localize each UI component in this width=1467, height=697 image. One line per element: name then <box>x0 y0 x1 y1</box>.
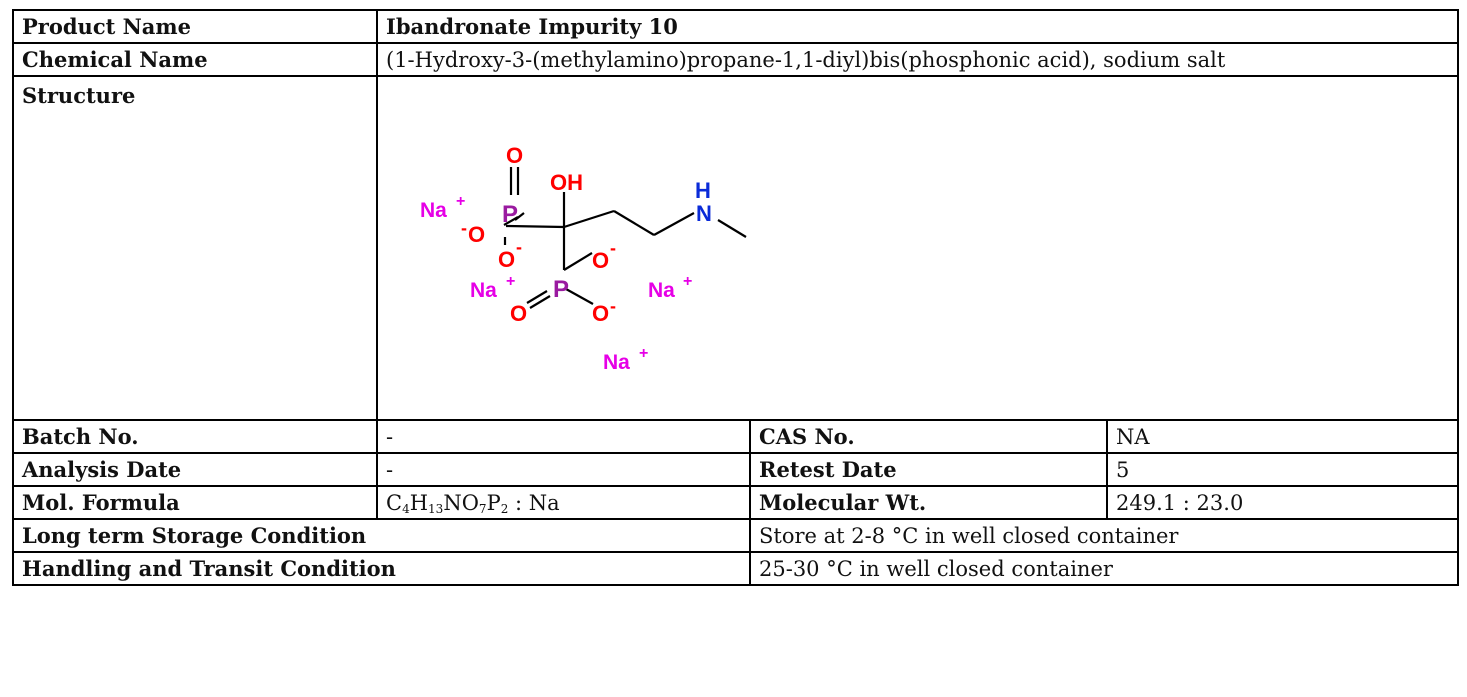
atom-na-2: Na <box>470 279 497 302</box>
transit-label: Handling and Transit Condition <box>12 551 751 586</box>
atom-na-1: Na <box>420 199 447 222</box>
bond-lines <box>503 167 747 309</box>
analysis-date-value: - <box>376 452 751 487</box>
structure-cell: O P OH Na + - O O - H N Na + O - P Na + … <box>375 75 1460 421</box>
atom-n: N <box>696 201 712 226</box>
atom-o-top: O <box>506 143 523 168</box>
structure-label: Structure <box>12 75 378 421</box>
analysis-date-label: Analysis Date <box>12 452 378 487</box>
retest-date-label: Retest Date <box>749 452 1108 487</box>
row-chemical-name: Chemical Name (1-Hydroxy-3-(methylamino)… <box>12 42 1460 77</box>
storage-value: Store at 2-8 °C in well closed container <box>748 518 1460 553</box>
mol-formula-label: Mol. Formula <box>12 485 378 520</box>
charge-plus-4: + <box>639 345 648 362</box>
atom-o-mid: O <box>498 247 515 272</box>
atom-na-4: Na <box>603 351 630 374</box>
product-name-value: Ibandronate Impurity 10 <box>375 9 1460 44</box>
atom-na-3: Na <box>648 279 675 302</box>
atom-h: H <box>695 178 711 203</box>
cas-label: CAS No. <box>749 419 1108 454</box>
atom-o-right-top: O <box>592 248 609 273</box>
charge-minus-1: - <box>461 218 467 238</box>
retest-date-value: 5 <box>1105 452 1460 487</box>
charge-minus-2: - <box>516 237 522 257</box>
transit-value: 25-30 °C in well closed container <box>748 551 1460 586</box>
row-batch: Batch No. - CAS No. NA <box>12 419 1460 454</box>
row-product-name: Product Name Ibandronate Impurity 10 <box>12 9 1460 44</box>
atom-o-bottom-right: O <box>592 301 609 326</box>
atom-o-left: O <box>468 222 485 247</box>
batch-value: - <box>376 419 751 454</box>
mol-formula-value: C4H13NO7P2 : Na <box>376 485 751 520</box>
batch-label: Batch No. <box>12 419 378 454</box>
charge-plus-1: + <box>456 193 465 210</box>
chemical-name-label: Chemical Name <box>12 42 378 77</box>
row-formula: Mol. Formula C4H13NO7P2 : Na Molecular W… <box>12 485 1460 520</box>
structure-diagram: O P OH Na + - O O - H N Na + O - P Na + … <box>420 143 747 374</box>
charge-plus-2: + <box>506 273 515 290</box>
mol-weight-label: Molecular Wt. <box>749 485 1108 520</box>
coa-table: Product Name Ibandronate Impurity 10 Che… <box>12 9 1460 586</box>
row-storage: Long term Storage Condition Store at 2-8… <box>12 518 1460 553</box>
charge-minus-4: - <box>610 296 616 316</box>
row-transit: Handling and Transit Condition 25-30 °C … <box>12 551 1460 586</box>
charge-minus-3: - <box>610 238 616 258</box>
product-name-label: Product Name <box>12 9 378 44</box>
atom-oh: OH <box>550 170 583 195</box>
atom-p-upper: P <box>502 201 518 228</box>
row-structure: Structure <box>12 75 1460 421</box>
cas-value: NA <box>1105 419 1460 454</box>
atom-p-lower: P <box>553 276 569 303</box>
mol-weight-value: 249.1 : 23.0 <box>1105 485 1460 520</box>
storage-label: Long term Storage Condition <box>12 518 751 553</box>
atom-o-bottom-left: O <box>510 301 527 326</box>
charge-plus-3: + <box>683 273 692 290</box>
row-analysis: Analysis Date - Retest Date 5 <box>12 452 1460 487</box>
chemical-name-value: (1-Hydroxy-3-(methylamino)propane-1,1-di… <box>375 42 1460 77</box>
